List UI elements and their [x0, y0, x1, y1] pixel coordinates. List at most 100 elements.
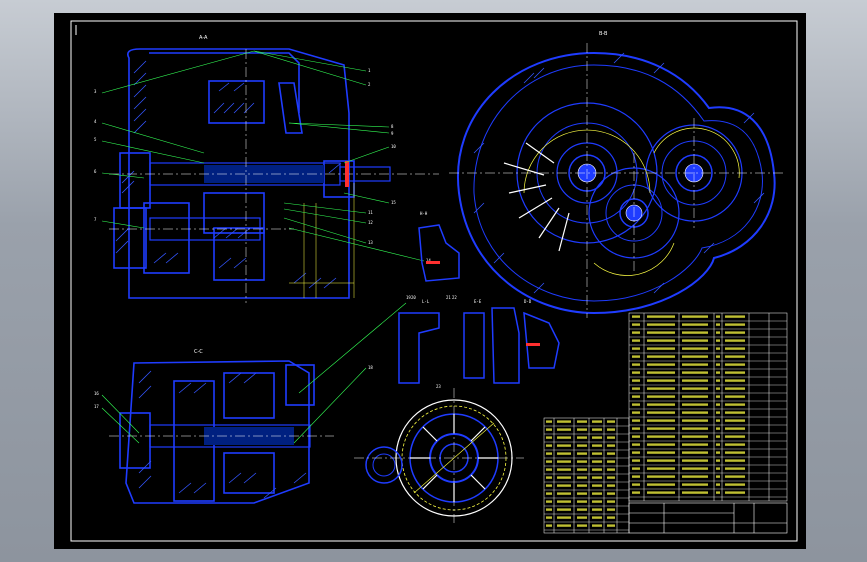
- table-cell-mark: [607, 476, 615, 479]
- table-cell-mark: [592, 468, 602, 471]
- part-number-11: 11: [368, 210, 373, 215]
- table-cell-mark: [632, 395, 640, 398]
- table-cell-mark: [716, 467, 720, 470]
- table-cell-mark: [725, 483, 745, 486]
- table-cell-mark: [647, 379, 675, 382]
- table-cell-mark: [682, 371, 708, 374]
- table-cell-mark: [682, 459, 708, 462]
- table-cell-mark: [577, 468, 587, 471]
- table-cell-mark: [557, 524, 571, 527]
- table-cell-mark: [546, 436, 552, 439]
- parts-list-rows: [629, 320, 787, 498]
- table-cell-mark: [577, 452, 587, 455]
- table-cell-mark: [592, 476, 602, 479]
- table-cell-mark: [632, 435, 640, 438]
- table-cell-mark: [557, 484, 571, 487]
- table-cell-mark: [725, 459, 745, 462]
- table-cell-mark: [725, 435, 745, 438]
- table-cell-mark: [716, 451, 720, 454]
- table-cell-mark: [577, 436, 587, 439]
- title-block-left-rows: [544, 425, 629, 531]
- table-cell-mark: [592, 516, 602, 519]
- section-b-center-lines: [449, 43, 784, 318]
- table-cell-mark: [682, 443, 708, 446]
- table-cell-mark: [725, 363, 745, 366]
- table-cell-mark: [647, 371, 675, 374]
- table-cell-mark: [647, 443, 675, 446]
- table-cell-mark: [716, 355, 720, 358]
- table-cell-mark: [557, 436, 571, 439]
- table-cell-mark: [647, 491, 675, 494]
- table-cell-mark: [592, 508, 602, 511]
- cad-viewport[interactable]: A-A 1 2 3 4 5 6 7 8 9 10 11 12 13 14 15: [54, 13, 806, 549]
- table-cell-mark: [716, 363, 720, 366]
- table-cell-mark: [592, 428, 602, 431]
- table-cell-mark: [557, 516, 571, 519]
- table-cell-mark: [725, 331, 745, 334]
- table-cell-mark: [716, 387, 720, 390]
- table-cell-mark: [716, 419, 720, 422]
- table-cell-mark: [577, 460, 587, 463]
- table-cell-mark: [607, 468, 615, 471]
- table-cell-mark: [682, 475, 708, 478]
- table-cell-mark: [577, 524, 587, 527]
- table-cell-mark: [725, 379, 745, 382]
- part-number-22: 22: [452, 295, 457, 300]
- section-c-leaders: [101, 302, 407, 444]
- table-cell-mark: [716, 339, 720, 342]
- table-cell-mark: [592, 500, 602, 503]
- table-cell-mark: [725, 395, 745, 398]
- table-cell-mark: [607, 492, 615, 495]
- table-cell-mark: [632, 323, 640, 326]
- table-cell-mark: [557, 500, 571, 503]
- table-cell-mark: [647, 483, 675, 486]
- table-cell-mark: [716, 315, 720, 318]
- table-cell-mark: [632, 475, 640, 478]
- table-cell-mark: [716, 435, 720, 438]
- part-number-13: 13: [368, 240, 373, 245]
- table-cell-mark: [546, 484, 552, 487]
- table-cell-mark: [682, 403, 708, 406]
- section-a-hatching: [115, 60, 342, 289]
- table-cell-mark: [577, 508, 587, 511]
- table-cell-mark: [682, 467, 708, 470]
- table-cell-mark: [682, 379, 708, 382]
- table-cell-mark: [725, 387, 745, 390]
- label-section-a: A-A: [199, 35, 208, 41]
- section-a-leaders: [101, 50, 425, 262]
- table-cell-mark: [632, 347, 640, 350]
- label-section-b: B-B: [599, 31, 608, 37]
- table-cell-mark: [716, 323, 720, 326]
- part-number-6: 6: [94, 169, 97, 174]
- table-cell-mark: [632, 387, 640, 390]
- part-number-1: 1: [368, 68, 371, 73]
- label-view-ll: L-L: [422, 299, 430, 304]
- section-b-hatching: [473, 52, 765, 294]
- table-cell-mark: [592, 524, 602, 527]
- table-cell-mark: [592, 444, 602, 447]
- table-cell-mark: [607, 444, 615, 447]
- table-cell-mark: [546, 492, 552, 495]
- table-cell-mark: [725, 491, 745, 494]
- title-block-main: [628, 502, 788, 534]
- table-cell-mark: [725, 443, 745, 446]
- table-cell-mark: [725, 411, 745, 414]
- table-cell-mark: [725, 339, 745, 342]
- part-number-15: 15: [391, 200, 396, 205]
- part-number-18: 18: [368, 365, 373, 370]
- table-cell-mark: [577, 492, 587, 495]
- label-view-dd: D-D: [524, 299, 532, 304]
- part-number-14: 14: [426, 258, 431, 263]
- oil-seal: [345, 161, 349, 187]
- section-view-c: [119, 360, 315, 504]
- table-cell-mark: [725, 451, 745, 454]
- table-cell-mark: [607, 484, 615, 487]
- table-cell-mark: [577, 420, 587, 423]
- table-cell-mark: [647, 331, 675, 334]
- table-cell-mark: [716, 347, 720, 350]
- table-cell-mark: [647, 411, 675, 414]
- section-b-shaft-holes: [577, 163, 704, 222]
- table-cell-mark: [682, 419, 708, 422]
- table-cell-mark: [647, 363, 675, 366]
- table-cell-mark: [546, 508, 552, 511]
